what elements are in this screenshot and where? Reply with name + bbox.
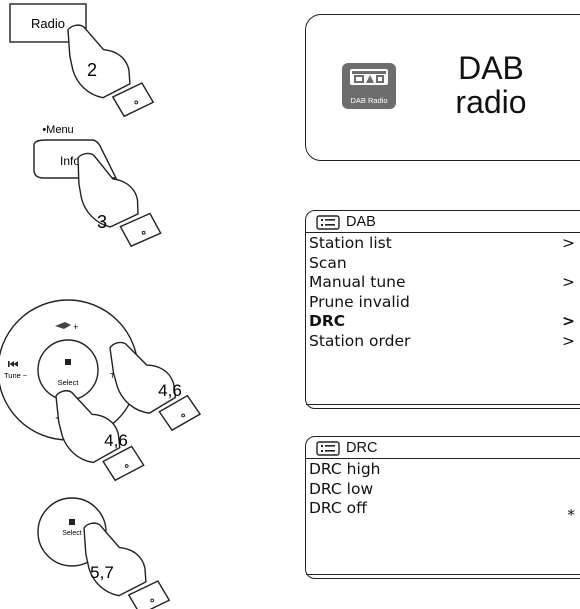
dab-radio-screen: DAB Radio DAB radio bbox=[305, 14, 580, 161]
dab-radio-icon: DAB Radio bbox=[342, 63, 396, 109]
controls-illustration: Radio 2 •Menu Info 3 Select + − bbox=[0, 0, 300, 609]
step-number-tune-plus: 4,6 bbox=[158, 381, 182, 400]
drc-menu-screen: DRC DRC high DRC low DRC off* bbox=[305, 436, 580, 579]
radio-button-label: Radio bbox=[31, 16, 65, 31]
menu-item-manual-tune[interactable]: Manual tune> bbox=[309, 273, 580, 293]
info-button-label: Info bbox=[60, 154, 80, 168]
mode-title-line1: DAB bbox=[426, 51, 556, 85]
mode-title-line2: radio bbox=[426, 85, 556, 119]
menu-header: DRC bbox=[310, 439, 580, 458]
dab-radio-icon-caption: DAB Radio bbox=[342, 96, 396, 105]
menu-header: DAB bbox=[310, 213, 580, 232]
mode-title: DAB radio bbox=[426, 51, 556, 119]
menu-item-drc[interactable]: DRC> bbox=[309, 312, 580, 332]
divider bbox=[306, 232, 580, 233]
submenu-arrow-icon: > bbox=[562, 234, 575, 254]
menu-list-icon bbox=[316, 215, 340, 230]
menu-item-drc-off[interactable]: DRC off* bbox=[309, 499, 580, 519]
step-number-radio: 2 bbox=[87, 60, 97, 80]
step-number-select: 5,7 bbox=[90, 563, 114, 582]
current-setting-asterisk: * bbox=[567, 506, 575, 526]
pointing-hand-icon bbox=[68, 20, 154, 120]
submenu-arrow-icon: > bbox=[562, 273, 575, 293]
stop-icon bbox=[69, 519, 75, 525]
pointing-hand-icon bbox=[78, 151, 161, 248]
menu-item-prune-invalid[interactable]: Prune invalid bbox=[309, 293, 580, 313]
menu-item-station-list[interactable]: Station list> bbox=[309, 234, 580, 254]
tune-minus-label: Tune − bbox=[4, 371, 28, 380]
pointing-hand-icon bbox=[109, 333, 201, 437]
menu-title: DRC bbox=[346, 440, 377, 456]
menu-item-drc-high[interactable]: DRC high bbox=[309, 460, 580, 480]
divider bbox=[306, 574, 580, 575]
divider bbox=[306, 404, 580, 405]
divider bbox=[306, 458, 580, 459]
select-label: Select bbox=[58, 378, 80, 387]
drc-menu-list: DRC high DRC low DRC off* bbox=[309, 460, 580, 519]
svg-text:+: + bbox=[73, 322, 78, 332]
menu-item-station-order[interactable]: Station order> bbox=[309, 332, 580, 352]
menu-item-scan[interactable]: Scan bbox=[309, 254, 580, 274]
step-number-info: 3 bbox=[97, 212, 107, 232]
select-button-label: Select bbox=[62, 530, 82, 537]
step-number-tune-minus: 4,6 bbox=[104, 431, 128, 450]
menu-title: DAB bbox=[346, 214, 376, 230]
dab-menu-list: Station list> Scan Manual tune> Prune in… bbox=[309, 234, 580, 351]
submenu-arrow-icon: > bbox=[562, 312, 575, 332]
menu-list-icon bbox=[316, 441, 340, 456]
menu-item-drc-low[interactable]: DRC low bbox=[309, 480, 580, 500]
dab-menu-screen: DAB Station list> Scan Manual tune> Prun… bbox=[305, 210, 580, 409]
submenu-arrow-icon: > bbox=[562, 332, 575, 352]
stop-icon bbox=[65, 359, 71, 365]
menu-label: •Menu bbox=[42, 124, 73, 136]
